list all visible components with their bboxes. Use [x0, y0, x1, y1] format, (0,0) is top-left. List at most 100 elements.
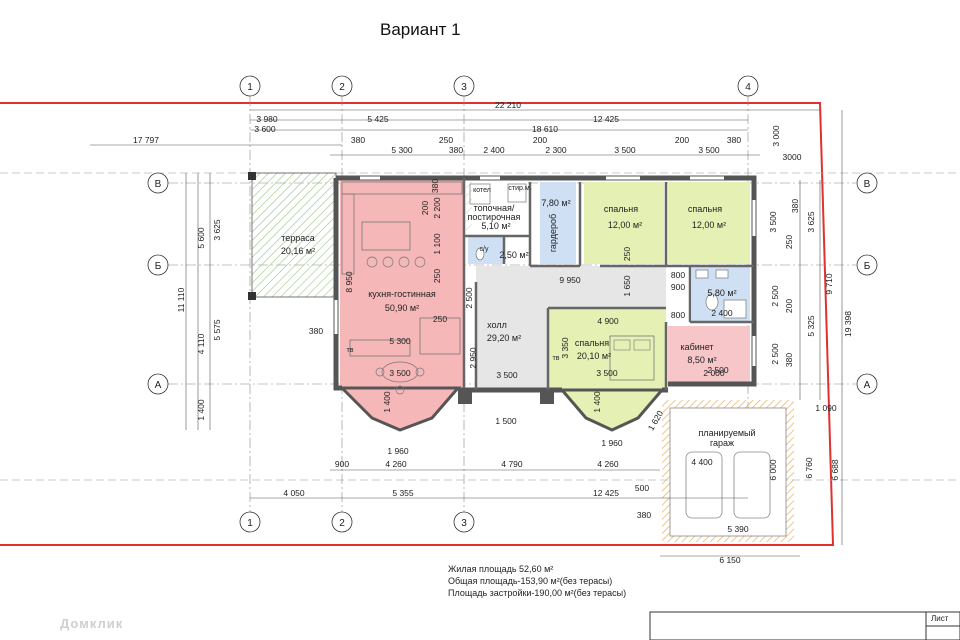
- dimension: 2 000: [703, 368, 725, 378]
- dimension: 250: [432, 269, 442, 283]
- dimension: 4 260: [385, 459, 407, 469]
- dimension: 2 950: [468, 347, 478, 369]
- total-area-note: Общая площадь-153,90 м²(без терасы): [448, 576, 613, 586]
- dimension: 4 260: [597, 459, 619, 469]
- dimension: 200: [533, 135, 547, 145]
- axis-label: В: [155, 179, 162, 190]
- dimension: 2 500: [770, 343, 780, 365]
- axis-label: 1: [247, 518, 253, 529]
- dimension: 900: [671, 282, 685, 292]
- dimension: 5 575: [212, 319, 222, 341]
- axis-label: Б: [864, 261, 871, 272]
- room-area: 5,80 м²: [707, 288, 736, 298]
- dimension: 3 625: [806, 211, 816, 233]
- axis-label: Б: [155, 261, 162, 272]
- dimension: 5 300: [389, 336, 411, 346]
- dimension: 4 790: [501, 459, 523, 469]
- room-name: терраса: [281, 233, 315, 243]
- room-name: холл: [487, 320, 507, 330]
- drawing-title: Вариант 1: [380, 20, 461, 39]
- dimension: 12 425: [593, 114, 619, 124]
- dimension: 3 625: [212, 219, 222, 241]
- dimension: 250: [439, 135, 453, 145]
- dimension: 19 398: [843, 311, 853, 337]
- dimension: 6 688: [830, 459, 840, 481]
- dimension: 380: [784, 353, 794, 367]
- wardrobe-fill: [540, 182, 576, 264]
- dimension: 4 050: [283, 488, 305, 498]
- dimension: 3 500: [596, 368, 618, 378]
- dimension: 3 500: [768, 211, 778, 233]
- room-area: 8,50 м²: [687, 355, 716, 365]
- kitchen-fill: [340, 178, 464, 388]
- dimension: 6 000: [768, 459, 778, 481]
- terrace-fill: [252, 173, 336, 297]
- dimension: 3 000: [771, 125, 781, 147]
- dimension: 380: [351, 135, 365, 145]
- dimension: 6 150: [719, 555, 741, 565]
- office-fill: [668, 326, 750, 384]
- room-name: гардероб: [548, 214, 558, 252]
- room-area: 12,00 м²: [608, 220, 642, 230]
- dimension: 2 400: [711, 308, 733, 318]
- room-name: гараж: [710, 438, 734, 448]
- dimension: 5 390: [727, 524, 749, 534]
- dimension: 1 960: [601, 438, 623, 448]
- room-name: планируемый: [698, 428, 755, 438]
- dimension: 12 425: [593, 488, 619, 498]
- dimension: 3 980: [256, 114, 278, 124]
- area-notes: Жилая площадь 52,60 м² Общая площадь-153…: [448, 563, 626, 599]
- dimension: 6 760: [804, 457, 814, 479]
- dimension: 200: [675, 135, 689, 145]
- dimension: 1 400: [592, 391, 602, 413]
- axis-label: 4: [745, 82, 751, 93]
- dimension: 380: [637, 510, 651, 520]
- room-area: 2,50 м²: [499, 250, 528, 260]
- dimension: 900: [335, 459, 349, 469]
- dimension: 2 500: [464, 287, 474, 309]
- dimension: 1 400: [382, 391, 392, 413]
- dimension: 11 110: [176, 287, 186, 312]
- dimension: 4 900: [597, 316, 619, 326]
- dimension: 380: [790, 199, 800, 213]
- dimension: 9 950: [559, 275, 581, 285]
- room-area: 29,20 м²: [487, 333, 521, 343]
- room-name: с/у: [480, 246, 489, 253]
- axis-label: 2: [339, 518, 345, 529]
- dimension: 800: [671, 270, 685, 280]
- room-name: кухня-гостинная: [368, 289, 436, 299]
- axis-label: 3: [461, 518, 467, 529]
- room-name: кабинет: [680, 342, 713, 352]
- dimension: 5 600: [196, 227, 206, 249]
- dimension: 3 500: [389, 368, 411, 378]
- dimension: 800: [671, 310, 685, 320]
- dimension: 3 500: [698, 145, 720, 155]
- axis-label: 1: [247, 82, 253, 93]
- sheet-label: Лист: [931, 614, 949, 623]
- dimension: 380: [727, 135, 741, 145]
- room-area: 20,16 м²: [281, 246, 315, 256]
- dimension: 500: [635, 483, 649, 493]
- building-area-note: Площадь застройки-190,00 м²(без терасы): [448, 588, 627, 598]
- tv-label: тв: [553, 355, 560, 362]
- room-name: топочная/: [474, 203, 515, 213]
- dimension: 3 350: [560, 337, 570, 359]
- room-area: 7,80 м²: [541, 198, 570, 208]
- dimension: 5 325: [806, 315, 816, 337]
- dimension: 380: [309, 326, 323, 336]
- room-area: 50,90 м²: [385, 303, 419, 313]
- bedroom2-fill: [668, 182, 750, 264]
- dimension: 2 300: [545, 145, 567, 155]
- dimension: 1 400: [196, 399, 206, 421]
- dimension: 1 650: [622, 275, 632, 297]
- room-name: спальня: [575, 338, 609, 348]
- dimension: 5 425: [367, 114, 389, 124]
- dimension: 3 600: [254, 124, 276, 134]
- room-name: спальня: [688, 204, 722, 214]
- dimension: 17 797: [133, 135, 159, 145]
- dimension: 250: [784, 235, 794, 249]
- axis-label: 2: [339, 82, 345, 93]
- dimension: 18 610: [532, 124, 558, 134]
- dimension: 1 090: [815, 403, 837, 413]
- axis-label: 3: [461, 82, 467, 93]
